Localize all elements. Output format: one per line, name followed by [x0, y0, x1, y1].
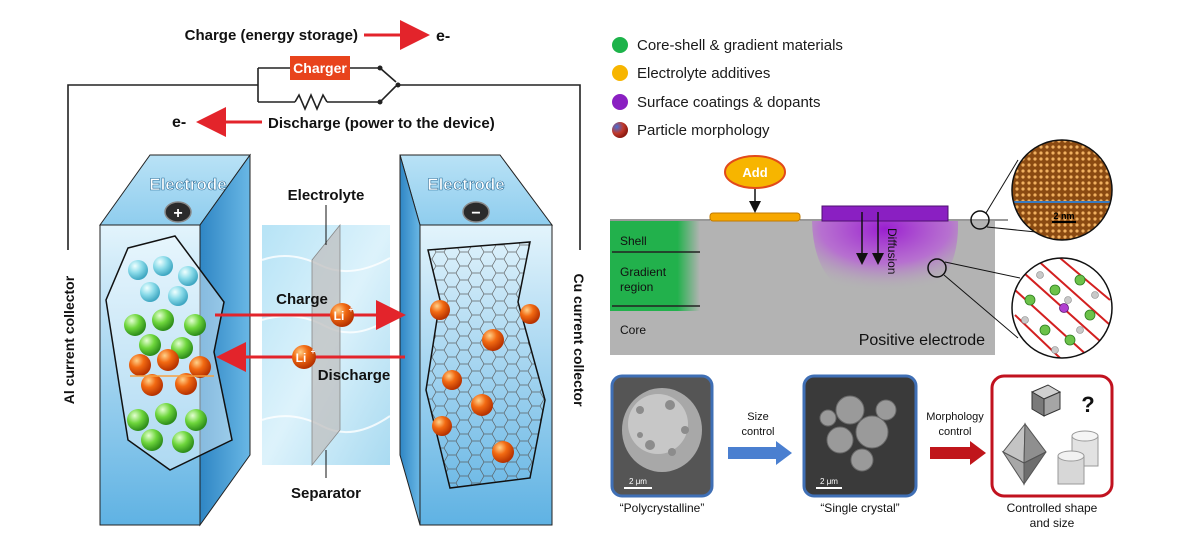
tem-lattice-inset: 2 nm	[1011, 139, 1113, 241]
gradient-label-1: Gradient	[620, 265, 667, 279]
left-electrode-label: Electrode	[149, 175, 226, 194]
size-control-label-1: Size	[747, 411, 768, 423]
single-crystal-caption: “Single crystal”	[820, 501, 899, 515]
separator-label: Separator	[291, 485, 361, 502]
charger-box	[290, 56, 350, 80]
switch-contact-icon	[377, 65, 383, 71]
cube-icon	[1030, 384, 1062, 417]
discharge-ion-label: Discharge	[318, 367, 391, 384]
legend-label-morphology: Particle morphology	[637, 122, 770, 139]
minus-terminal-icon	[462, 201, 490, 223]
legend-dot-electrolyte	[612, 65, 628, 81]
morphology-control-arrow	[930, 441, 986, 465]
add-bubble	[724, 155, 786, 189]
core-label: Core	[620, 323, 646, 337]
li-ion-charge: Li +	[330, 303, 354, 327]
octahedron-icon	[1001, 422, 1047, 486]
external-circuit	[67, 67, 581, 250]
morphology-panel: 2 μm “Polycrystalline” Size control 2 μm…	[610, 374, 1114, 530]
size-control-arrow	[728, 441, 792, 465]
al-collector-label: Al current collector	[61, 275, 77, 404]
legend-dot-morphology	[612, 122, 628, 138]
svg-text:+: +	[349, 305, 354, 314]
plus-symbol: +	[173, 205, 182, 222]
charge-electron: e-	[436, 28, 450, 45]
shell-label: Shell	[620, 234, 647, 248]
question-mark: ?	[1081, 392, 1094, 417]
li-ion-discharge: Li +	[292, 345, 316, 369]
lattice-scale-bar: 2 nm	[1053, 211, 1074, 221]
positive-electrode-block: Electrode +	[99, 153, 251, 527]
cu-collector-label: Cu current collector	[571, 273, 587, 407]
single-scale-bar: 2 μm	[820, 477, 838, 486]
minus-symbol: −	[471, 205, 480, 222]
morph-control-label-1: Morphology	[926, 411, 984, 423]
switch-contact-icon	[377, 99, 383, 105]
discharge-electron: e-	[172, 114, 186, 131]
single-crystal-image: 2 μm	[802, 374, 918, 498]
svg-text:Li: Li	[296, 351, 307, 365]
diffusion-zone	[812, 221, 959, 300]
controlled-caption-1: Controlled shape	[1007, 501, 1098, 515]
switch-contact-icon	[395, 82, 401, 88]
anode-lithium-ions	[430, 300, 540, 463]
right-electrode-label: Electrode	[427, 175, 504, 194]
legend: Core-shell & gradient materials Electrol…	[612, 37, 843, 139]
electrolyte-label: Electrolyte	[288, 187, 365, 204]
charge-title: Charge (energy storage)	[185, 27, 358, 44]
plus-terminal-icon	[164, 201, 192, 223]
diffusion-label: Diffusion	[885, 228, 899, 274]
size-control-label-2: control	[741, 426, 774, 438]
battery-schematic: Charger Charge (energy storage) e- e- Di…	[61, 20, 587, 527]
charger-label: Charger	[293, 60, 347, 76]
add-label: Add	[742, 165, 767, 180]
legend-label-electrolyte: Electrolyte additives	[637, 65, 770, 82]
additive-layer	[709, 212, 801, 222]
poly-scale-bar: 2 μm	[629, 477, 647, 486]
controlled-shapes-box: ?	[990, 374, 1114, 498]
morph-control-label-2: control	[938, 426, 971, 438]
svg-text:+: +	[311, 347, 316, 356]
negative-electrode-block: Electrode −	[399, 154, 553, 526]
controlled-caption-2: and size	[1030, 516, 1075, 530]
legend-dot-coatings	[612, 94, 628, 110]
hexagonal-prism-icon	[1057, 430, 1099, 485]
charge-ion-label: Charge	[276, 291, 328, 308]
crystal-structure-inset	[1011, 257, 1113, 359]
positive-electrode-label: Positive electrode	[859, 332, 985, 349]
legend-label-core-shell: Core-shell & gradient materials	[637, 37, 843, 54]
electrolyte-region: Electrolyte Separator	[261, 187, 391, 502]
legend-label-coatings: Surface coatings & dopants	[637, 94, 820, 111]
electrode-cross-section: Shell Gradient region Core Positive elec…	[610, 139, 1113, 359]
svg-text:Li: Li	[334, 309, 345, 323]
cathode-atoms	[124, 256, 211, 453]
legend-dot-core-shell	[612, 37, 628, 53]
shell-gradient-region	[610, 221, 700, 311]
separator-sheet	[311, 223, 341, 467]
surface-coating	[821, 205, 949, 222]
gradient-label-2: region	[620, 280, 653, 294]
polycrystalline-image: 2 μm	[610, 374, 714, 498]
polycrystalline-caption: “Polycrystalline”	[620, 501, 705, 515]
discharge-title: Discharge (power to the device)	[268, 115, 495, 132]
